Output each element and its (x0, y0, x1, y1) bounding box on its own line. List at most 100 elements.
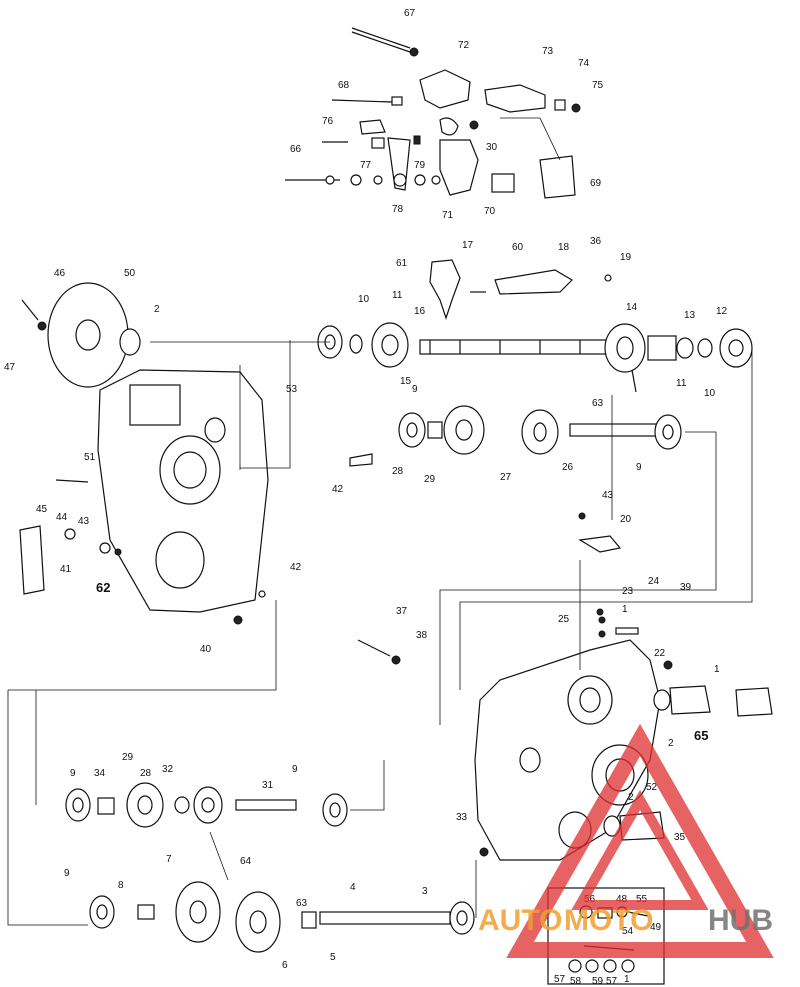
label-68: 68 (338, 80, 350, 91)
label-46: 46 (54, 268, 66, 279)
label-2: 2 (154, 304, 160, 315)
right-case-half (357, 512, 773, 861)
label-38: 38 (416, 630, 428, 641)
label-69: 69 (590, 178, 602, 189)
label-4: 4 (350, 882, 356, 893)
label-6: 6 (282, 960, 288, 971)
inset-labels: 56 48 55 54 49 57 58 59 57 1 (554, 894, 662, 987)
label-76: 76 (322, 116, 334, 127)
label-18: 18 (558, 242, 570, 253)
label-72: 72 (458, 40, 470, 51)
label-39: 39 (680, 582, 692, 593)
label-25: 25 (558, 614, 570, 625)
watermark-logo (506, 723, 774, 958)
label-14: 14 (626, 302, 638, 313)
label-65: 65 (694, 728, 708, 743)
label-8: 8 (118, 880, 124, 891)
chain-drive-assembly (89, 881, 475, 953)
label-34: 34 (94, 768, 106, 779)
label-52: 52 (646, 782, 658, 793)
label-70: 70 (484, 206, 496, 217)
label-7: 7 (166, 854, 172, 865)
label-9: 9 (412, 384, 418, 395)
counter-shaft-assembly (349, 405, 682, 467)
label-45: 45 (36, 504, 48, 515)
inset-label-56a: 56 (584, 894, 596, 905)
label-43b: 43 (602, 490, 614, 501)
label-64: 64 (240, 856, 252, 867)
label-26: 26 (562, 462, 574, 473)
label-73: 73 (542, 46, 554, 57)
label-11: 11 (392, 290, 403, 301)
shifter-assembly (285, 27, 581, 199)
label-36: 36 (590, 236, 602, 247)
label-1: 1 (714, 664, 720, 675)
label-41: 41 (60, 564, 72, 575)
label-2c: 2 (628, 792, 634, 803)
assembly-guide-lines (7, 340, 753, 926)
inset-label-59: 59 (592, 976, 604, 987)
label-24: 24 (648, 576, 660, 587)
label-43: 43 (78, 516, 90, 527)
label-30: 30 (486, 142, 498, 153)
label-67: 67 (404, 8, 416, 19)
label-78: 78 (392, 204, 404, 215)
inset-label-57a: 57 (554, 974, 566, 985)
label-2b: 2 (668, 738, 674, 749)
label-10: 10 (358, 294, 370, 305)
watermark-moto: MOTO (564, 904, 653, 937)
label-71: 71 (442, 210, 454, 221)
inset-label-1: 1 (624, 974, 630, 985)
inset-label-49: 49 (650, 922, 662, 933)
inset-label-57b: 57 (606, 976, 618, 987)
output-shaft-assembly (65, 782, 348, 881)
label-27: 27 (500, 472, 512, 483)
label-17: 17 (462, 240, 474, 251)
label-5: 5 (330, 952, 336, 963)
inset-label-48: 48 (616, 894, 628, 905)
label-28: 28 (392, 466, 404, 477)
label-12: 12 (716, 306, 728, 317)
label-75: 75 (592, 80, 604, 91)
label-3: 3 (422, 886, 428, 897)
part-labels: 67 72 73 74 75 68 76 30 66 77 79 71 70 6… (4, 8, 728, 971)
label-60: 60 (512, 242, 524, 253)
label-74: 74 (578, 58, 590, 69)
label-42b: 42 (290, 562, 302, 573)
label-42: 42 (332, 484, 344, 495)
label-29b: 29 (122, 752, 134, 763)
label-61: 61 (396, 258, 408, 269)
label-16: 16 (414, 306, 426, 317)
watermark-triangle-icon (506, 723, 774, 958)
label-32: 32 (162, 764, 174, 775)
label-23: 23 (622, 586, 634, 597)
label-21: 1 (622, 604, 628, 615)
label-50: 50 (124, 268, 136, 279)
watermark-text: AUTO MOTO HUB (478, 904, 773, 937)
label-62: 62 (96, 580, 110, 595)
label-51: 51 (84, 452, 96, 463)
label-19: 19 (620, 252, 632, 263)
label-9c: 9 (292, 764, 298, 775)
label-40: 40 (200, 644, 212, 655)
label-22: 22 (654, 648, 666, 659)
label-33: 33 (456, 812, 468, 823)
label-77: 77 (360, 160, 372, 171)
label-63: 63 (592, 398, 604, 409)
label-29: 29 (424, 474, 436, 485)
label-66: 66 (290, 144, 302, 155)
label-10b: 10 (704, 388, 716, 399)
label-11b: 11 (676, 378, 687, 389)
inset-label-54: 54 (622, 926, 634, 937)
main-shaft-assembly (317, 259, 753, 393)
label-9e: 9 (636, 462, 642, 473)
inset-label-58: 58 (570, 976, 582, 987)
label-37: 37 (396, 606, 408, 617)
label-13: 13 (684, 310, 696, 321)
watermark-hub: HUB (708, 904, 773, 937)
label-15: 15 (400, 376, 412, 387)
left-case-half (19, 282, 269, 625)
label-53: 53 (286, 384, 298, 395)
label-9d: 9 (64, 868, 70, 879)
